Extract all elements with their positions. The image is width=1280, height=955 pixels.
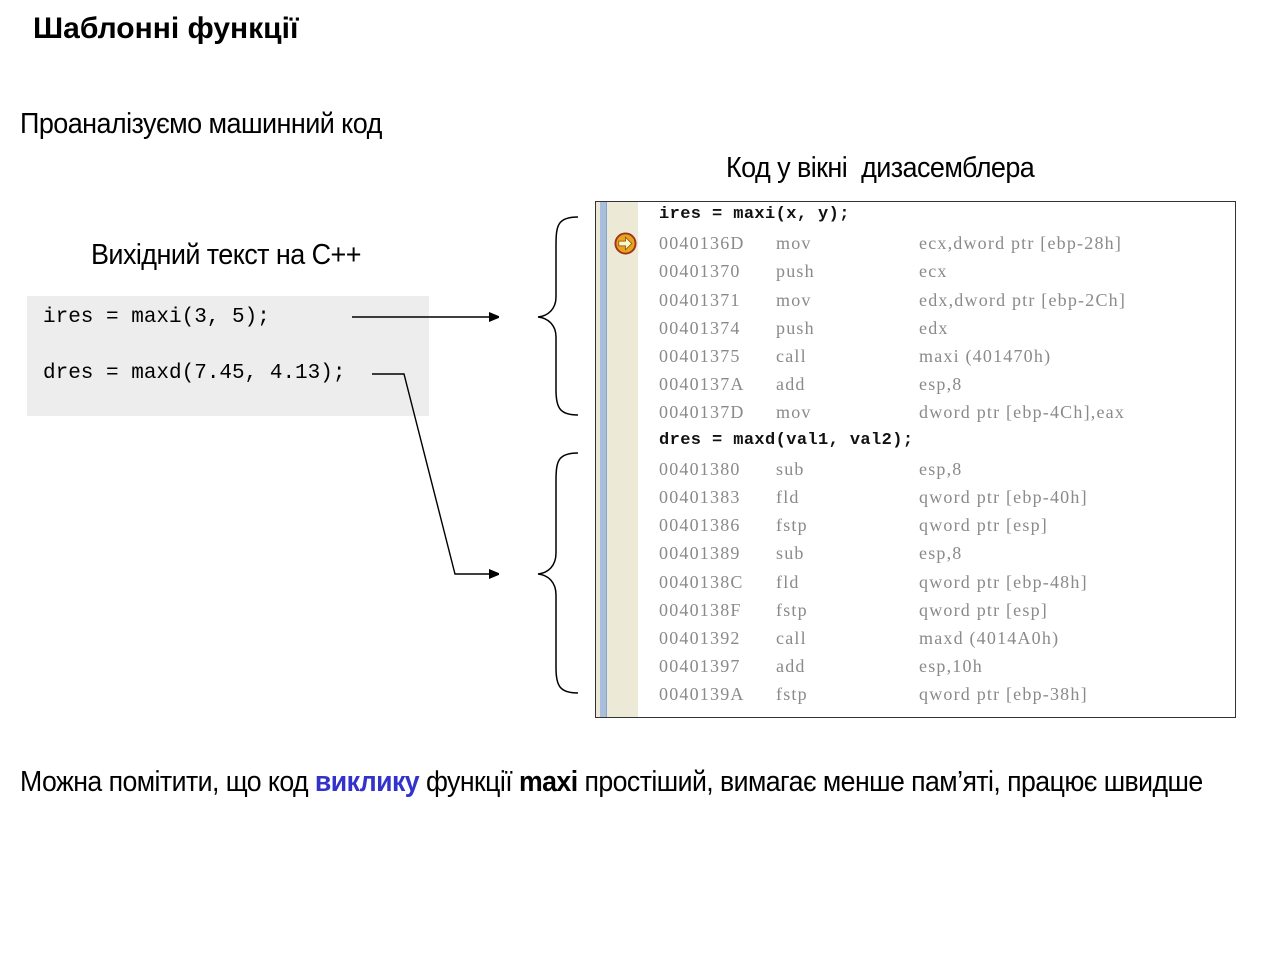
instruction-opcode: call bbox=[776, 346, 807, 366]
instruction-operands: edx,dword ptr [ebp-2Ch] bbox=[919, 289, 1127, 310]
instruction-opcode: add bbox=[776, 374, 806, 395]
intro-text: Проаналізуємо машинний код bbox=[20, 108, 382, 140]
brace-maxi-block bbox=[537, 216, 579, 416]
instruction-operands: qword ptr [esp] bbox=[919, 599, 1048, 620]
instruction-opcode: fstp bbox=[776, 684, 808, 705]
arrow-maxd-to-disassembly bbox=[372, 373, 498, 574]
instruction-operands: edx bbox=[919, 317, 949, 338]
instruction-opcode: fld bbox=[776, 571, 800, 592]
instruction-address: 0040138F bbox=[659, 599, 742, 620]
instruction-opcode: add bbox=[776, 656, 806, 677]
instruction-opcode: sub bbox=[776, 543, 805, 564]
brace-maxd-block bbox=[537, 452, 579, 694]
instruction-address: 00401383 bbox=[659, 487, 741, 507]
instruction-address: 0040139A bbox=[659, 684, 745, 705]
instruction-address: 0040137A bbox=[659, 374, 745, 395]
instruction-address: 00401389 bbox=[659, 543, 741, 564]
instruction-operands: maxi (401470h) bbox=[919, 346, 1052, 366]
instruction-address: 00401371 bbox=[659, 289, 741, 310]
disassembly-gutter bbox=[596, 202, 638, 717]
note-part-3: простіший, вимагає менше пам’яті, працює… bbox=[577, 766, 1203, 798]
instruction-operands: qword ptr [ebp-48h] bbox=[919, 571, 1088, 592]
disassembly-window: ires = maxi(x, y); 0040136D mov ecx,dword p… bbox=[595, 201, 1236, 718]
instruction-operands: ecx bbox=[919, 261, 948, 282]
instruction-opcode: fstp bbox=[776, 599, 808, 620]
source-line-maxi: ires = maxi(3, 5); bbox=[43, 306, 270, 329]
source-line-maxd: dres = maxd(7.45, 4.13); bbox=[43, 362, 346, 385]
disassembly-source-line: dres = maxd(val1, val2); bbox=[659, 430, 914, 450]
instruction-address: 00401386 bbox=[659, 515, 741, 536]
instruction-opcode: mov bbox=[776, 289, 812, 310]
instruction-opcode: fstp bbox=[776, 515, 808, 536]
current-instruction-arrow-icon bbox=[614, 232, 637, 255]
disassembler-caption: Код у вікні дизасемблера bbox=[726, 152, 1035, 184]
instruction-address: 00401397 bbox=[659, 656, 741, 677]
instruction-operands: qword ptr [ebp-40h] bbox=[919, 487, 1088, 507]
instruction-address: 00401392 bbox=[659, 628, 741, 648]
instruction-opcode: call bbox=[776, 628, 807, 648]
instruction-operands: maxd (4014A0h) bbox=[919, 628, 1060, 648]
instruction-operands: esp,8 bbox=[919, 458, 963, 479]
instruction-operands: qword ptr [esp] bbox=[919, 515, 1048, 536]
instruction-operands: dword ptr [ebp-4Ch],eax bbox=[919, 402, 1126, 423]
instruction-address: 0040137D bbox=[659, 402, 745, 423]
disassembly-source-line: ires = maxi(x, y); bbox=[659, 205, 850, 224]
instruction-operands: esp,8 bbox=[919, 374, 963, 395]
instruction-opcode: sub bbox=[776, 458, 805, 479]
instruction-opcode: push bbox=[776, 317, 815, 338]
note-part-2: функції bbox=[419, 766, 519, 798]
note-part-1: Можна помітити, що код bbox=[20, 766, 315, 798]
instruction-address: 00401370 bbox=[659, 261, 741, 282]
gutter-stripe bbox=[600, 202, 607, 717]
instruction-address: 00401375 bbox=[659, 346, 741, 366]
conclusion-note: Можна помітити, що код виклику функції m… bbox=[20, 766, 1203, 799]
source-code-caption: Вихідний текст на С++ bbox=[91, 239, 361, 271]
instruction-opcode: mov bbox=[776, 402, 812, 423]
instruction-operands: ecx,dword ptr [ebp-28h] bbox=[919, 233, 1123, 254]
instruction-operands: qword ptr [ebp-38h] bbox=[919, 684, 1088, 705]
instruction-opcode: mov bbox=[776, 233, 812, 254]
source-code-box: ires = maxi(3, 5); dres = maxd(7.45, 4.1… bbox=[27, 296, 429, 416]
instruction-opcode: fld bbox=[776, 487, 800, 507]
instruction-operands: esp,8 bbox=[919, 543, 963, 564]
instruction-address: 0040136D bbox=[659, 233, 745, 254]
slide-title: Шаблонні функції bbox=[33, 12, 299, 45]
instruction-operands: esp,10h bbox=[919, 656, 983, 677]
note-function-name: maxi bbox=[518, 766, 578, 798]
note-highlight-call: виклику bbox=[314, 766, 420, 798]
instruction-opcode: push bbox=[776, 261, 815, 282]
instruction-address: 00401380 bbox=[659, 458, 741, 479]
instruction-address: 0040138C bbox=[659, 571, 744, 592]
instruction-address: 00401374 bbox=[659, 317, 741, 338]
